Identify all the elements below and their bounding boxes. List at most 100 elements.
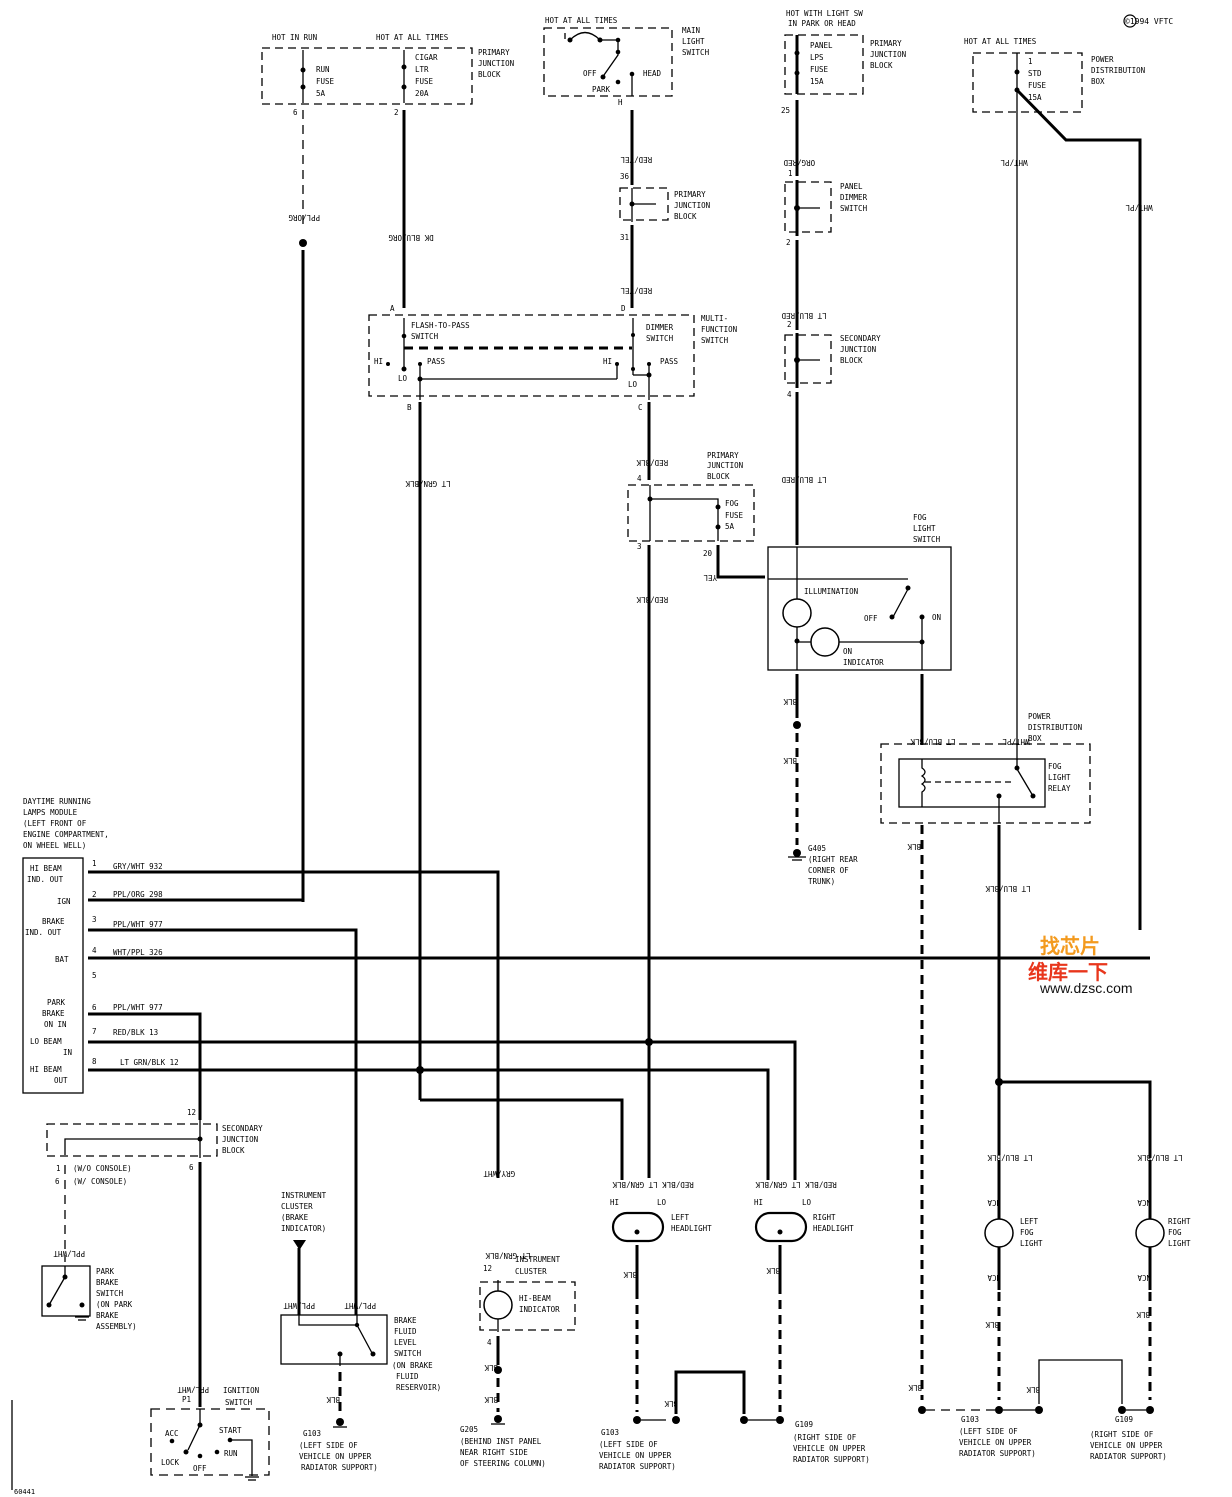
grounds-g103-a-desc-1: VEHICLE ON UPPER	[299, 1452, 372, 1461]
drl-module-title-4: ON WHEEL WELL)	[23, 841, 86, 850]
multi-function-lo: LO	[628, 380, 638, 389]
panel-dimmer-label-2: SWITCH	[840, 204, 868, 213]
wire-labels-blk: BLK	[1136, 1310, 1150, 1319]
drl-module-pins-4-num: 5	[92, 971, 97, 980]
pjb1-cigar-fuse-2: FUSE	[415, 77, 434, 86]
fog-fuse-block-pin-fuse: 20	[703, 549, 713, 558]
pjb1-pin-cigar: 2	[394, 108, 399, 117]
drl-module-pins-5-num: 6	[92, 1003, 97, 1012]
wire-labels-blk: BLK	[326, 1395, 340, 1404]
wire-labels-blk: BLK	[766, 1266, 780, 1275]
grounds-g103-c-desc-2: RADIATOR SUPPORT)	[959, 1449, 1036, 1458]
right-headlight: RED/BLK LT GRN/BLK HI LO RIGHT HEADLIGHT	[754, 1180, 854, 1243]
fog-fuse-block-fuse-2: 5A	[725, 522, 735, 531]
pjb1-cigar-fuse-0: CIGAR	[415, 53, 438, 62]
park-brake-switch-label-3: (ON PARK	[96, 1300, 133, 1309]
hi-beam-ind-pin-out: 4	[487, 1338, 492, 1347]
drl-module-pins-5-wire: PPL/WHT 977	[113, 1003, 163, 1012]
wire-labels-lt-blu-blk-3: LT BLU/BLK	[987, 1153, 1033, 1162]
drl-module-pins-7-name-1: OUT	[54, 1076, 68, 1085]
ground-g103-brake: G103 (LEFT SIDE OF VEHICLE ON UPPER RADI…	[299, 1418, 378, 1472]
top-hot-at-all-times-3: HOT AT ALL TIMES	[964, 37, 1037, 46]
ground-g205: G205 (BEHIND INST PANEL NEAR RIGHT SIDE …	[460, 1415, 546, 1468]
sec-jb-bottom-label-2: BLOCK	[222, 1146, 245, 1155]
ground-g103-fog: BLK G103 (LEFT SIDE OF VEHICLE ON UPPER …	[918, 1359, 1123, 1458]
ignition-switch: PPL/WHT P1 IGNITION SWITCH ACC LOCK OFF …	[150, 1385, 270, 1481]
pdb-top-text-0: 1	[1028, 57, 1033, 66]
fog-lights-left-0: LEFT	[1020, 1217, 1039, 1226]
grounds-g109-b-desc-2: RADIATOR SUPPORT)	[1090, 1452, 1167, 1461]
headlights-right-hi: HI	[754, 1198, 763, 1207]
fog-lights-right-0: RIGHT	[1168, 1217, 1191, 1226]
wire-labels-hl-wires: RED/BLK LT GRN/BLK	[755, 1180, 837, 1189]
g405-desc-2: TRUNK)	[808, 877, 835, 886]
fog-fuse-block-pin-out: 3	[637, 542, 642, 551]
wire-labels-lt-blu-red-1: LT BLU/RED	[781, 311, 827, 320]
headlights-right-label-0: RIGHT	[813, 1213, 836, 1222]
wire-labels-nca: NCA	[1137, 1198, 1151, 1207]
sec-jb-top-label-2: BLOCK	[840, 356, 863, 365]
multi-function-switch: A D B C HI LO PASS HI FLASH-TO-PASS SWIT…	[368, 304, 737, 412]
fog-switch-indicator-0: ON	[843, 647, 852, 656]
pjb1-pin-run: 6	[293, 108, 298, 117]
hi-beam-ind-ind-0: HI-BEAM	[519, 1294, 551, 1303]
brake-fluid-label-3: SWITCH	[394, 1349, 422, 1358]
sec-jb-bottom-pin-left-alt: 6	[55, 1177, 60, 1186]
drl-module-pins-7-num: 8	[92, 1057, 97, 1066]
wire-labels-lt-grn-blk: LT GRN/BLK	[485, 1251, 531, 1260]
main-light-switch-pin: H	[618, 98, 623, 107]
on-indicator-lamp-icon	[810, 627, 840, 657]
right-fog-light: LT BLU/BLK NCA NCA RIGHT FOG LIGHT	[1135, 1153, 1191, 1290]
sec-jb-bottom-pin-right: 6	[189, 1163, 194, 1172]
panel-dimmer-switch: 1 2 PANEL DIMMER SWITCH	[784, 169, 868, 247]
grounds-g103-c-desc-0: (LEFT SIDE OF	[959, 1427, 1018, 1436]
multi-function-hi: HI	[603, 357, 612, 366]
hi-beam-lamp-icon	[483, 1290, 513, 1320]
park-brake-switch-label-4: BRAKE	[96, 1311, 119, 1320]
ground-g109-headlight: G109 (RIGHT SIDE OF VEHICLE ON UPPER RAD…	[740, 1416, 870, 1464]
wire-labels-ppl-wht: PPL/WHT	[344, 1301, 376, 1310]
multi-function-pins-d: D	[621, 304, 626, 313]
top-hot-at-all-times-2: HOT AT ALL TIMES	[545, 16, 618, 25]
drl-module-title-0: DAYTIME RUNNING	[23, 797, 91, 806]
multi-function-dimmer-1: SWITCH	[646, 334, 674, 343]
grounds-g205-desc-2: OF STEERING COLUMN)	[460, 1459, 546, 1468]
main-light-switch-label-1: LIGHT	[682, 37, 705, 46]
wire-labels-blk: BLK	[783, 697, 797, 706]
fog-fuse-block-pin-in: 4	[637, 474, 642, 483]
drl-module-pins-3-num: 4	[92, 946, 97, 955]
pdb-top-text-1: STD	[1028, 69, 1042, 78]
secondary-junction-block-bottom: 12 SECONDARY JUNCTION BLOCK 1 6 (W/O CON…	[46, 1108, 263, 1186]
panel-dimmer-pin-in: 1	[788, 169, 793, 178]
grounds-g205-desc-1: NEAR RIGHT SIDE	[460, 1448, 528, 1457]
panel-fuse-label-0: PRIMARY	[870, 39, 902, 48]
wire-label-dk-blu-org: DK BLU/ORG	[388, 233, 434, 242]
drl-module-title-3: ENGINE COMPARTMENT,	[23, 830, 109, 839]
fog-switch-label-0: FOG	[913, 513, 927, 522]
drl-module-pins-6-num: 7	[92, 1027, 97, 1036]
ground-g103-headlight: BLK G103 (LEFT SIDE OF VEHICLE ON UPPER …	[599, 1370, 746, 1471]
pdb-top-label-1: DISTRIBUTION	[1091, 66, 1145, 75]
power-distribution-box-fuse: HOT AT ALL TIMES 1 STD FUSE 15A POWER DI…	[964, 37, 1145, 930]
park-brake-switch: PPL/WHT PARK BRAKE SWITCH (ON PARK BRAKE…	[41, 1249, 137, 1331]
fog-switch-illumination: ILLUMINATION	[804, 587, 858, 596]
ignition-switch-acc: ACC	[165, 1429, 179, 1438]
primary-junction-block-2: PRIMARY JUNCTION BLOCK 36 31	[619, 172, 710, 242]
drl-module-pins-2-wire: PPL/WHT 977	[113, 920, 163, 929]
wire-labels-lt-blu-blk-4: LT BLU/BLK	[1137, 1153, 1183, 1162]
main-light-switch-park: PARK	[592, 85, 611, 94]
wire-labels-red-yel-1: RED/YEL	[620, 155, 652, 164]
sec-jb-bottom-w-console: (W/ CONSOLE)	[73, 1177, 127, 1186]
watermark: 找芯片 维库一下 www.dzsc.com	[1028, 930, 1180, 1000]
ignition-switch-pin: P1	[182, 1395, 191, 1404]
park-brake-switch-label-0: PARK	[96, 1267, 115, 1276]
fog-fuse-block-label-1: JUNCTION	[707, 461, 743, 470]
grounds-g103-b-desc-0: (LEFT SIDE OF	[599, 1440, 658, 1449]
multi-function-label-2: SWITCH	[701, 336, 729, 345]
panel-dimmer-label-1: DIMMER	[840, 193, 868, 202]
pdb-top-label-0: POWER	[1091, 55, 1114, 64]
wire-labels-hl-wires: RED/BLK LT GRN/BLK	[612, 1180, 694, 1189]
wire-labels-wht-pl-1: WHT/PL	[1000, 158, 1028, 167]
multi-function-pins-a: A	[390, 304, 395, 313]
